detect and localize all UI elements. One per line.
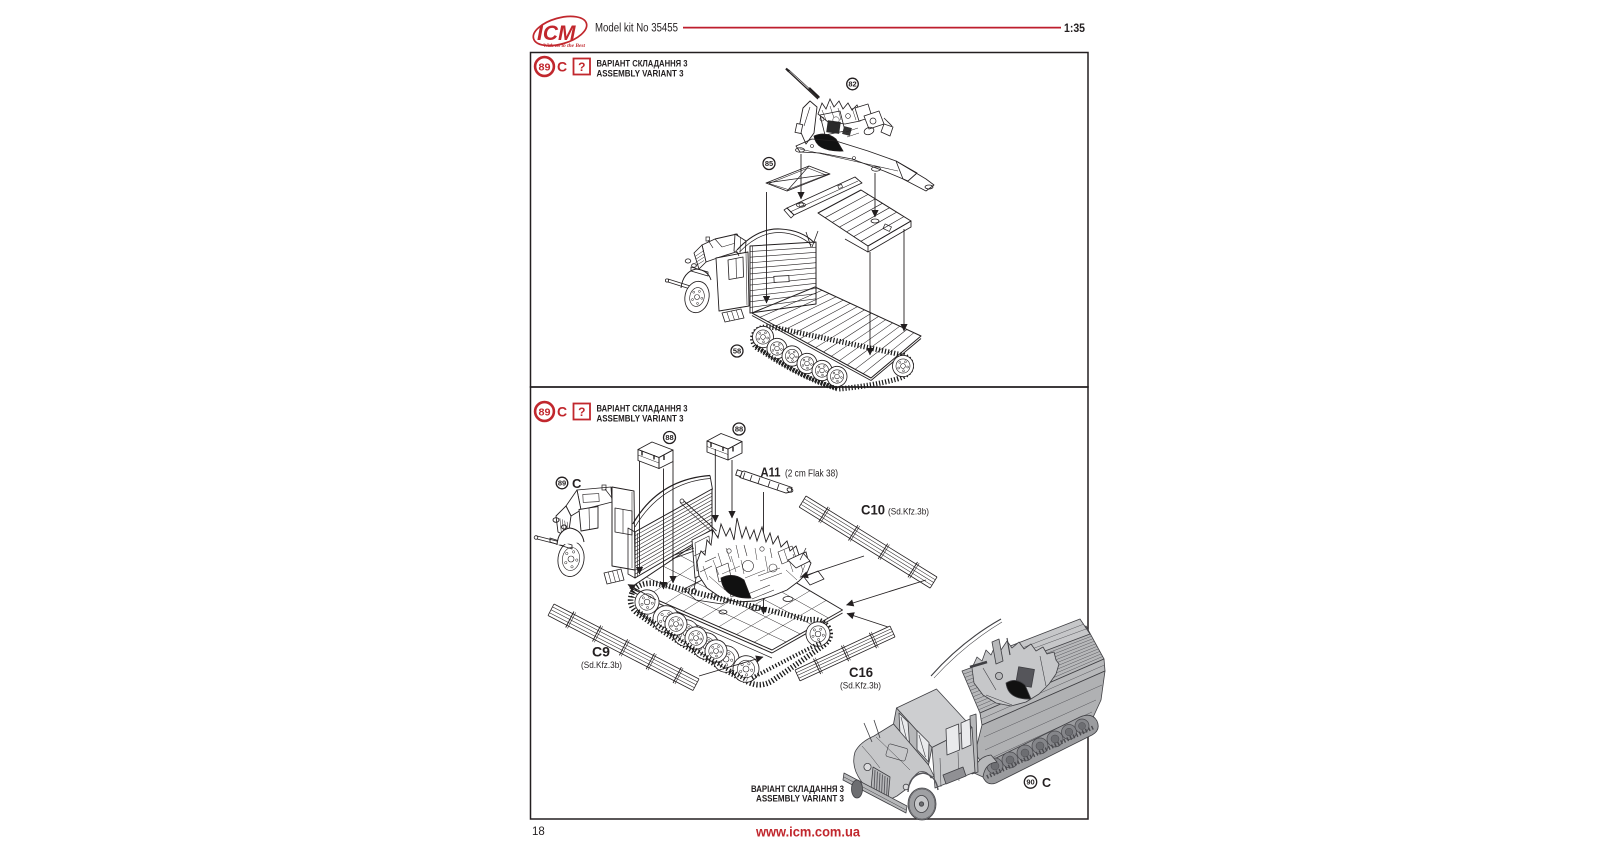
svg-text:ВАРІАНТ СКЛАДАННЯ 3: ВАРІАНТ СКЛАДАННЯ 3 [597, 58, 688, 68]
svg-text:With us to the Best: With us to the Best [543, 43, 586, 49]
svg-text:C9: C9 [592, 645, 610, 660]
svg-text:(Sd.Kfz.3b): (Sd.Kfz.3b) [840, 681, 881, 692]
svg-text:(2 cm Flak 38): (2 cm Flak 38) [785, 469, 838, 480]
svg-text:85: 85 [765, 159, 773, 168]
svg-text:Model kit No 35455: Model kit No 35455 [595, 23, 678, 35]
svg-text:89: 89 [539, 61, 551, 73]
svg-text:82: 82 [848, 80, 856, 89]
svg-text:58: 58 [733, 347, 741, 356]
svg-text:ASSEMBLY VARIANT 3: ASSEMBLY VARIANT 3 [756, 794, 844, 804]
svg-text:89: 89 [539, 406, 551, 418]
svg-text:?: ? [578, 405, 585, 419]
svg-text:C: C [1042, 776, 1051, 790]
svg-text:A11: A11 [761, 466, 781, 480]
svg-text:(Sd.Kfz.3b): (Sd.Kfz.3b) [581, 660, 622, 671]
svg-text:?: ? [578, 60, 585, 74]
svg-text:ASSEMBLY VARIANT 3: ASSEMBLY VARIANT 3 [597, 414, 684, 424]
svg-text:ICM: ICM [537, 22, 576, 45]
svg-text:C: C [557, 404, 567, 420]
svg-text:ASSEMBLY VARIANT 3: ASSEMBLY VARIANT 3 [597, 69, 684, 79]
svg-text:89: 89 [558, 479, 566, 488]
svg-text:88: 88 [735, 425, 743, 434]
svg-text:90: 90 [1026, 778, 1034, 787]
svg-text:ВАРІАНТ СКЛАДАННЯ 3: ВАРІАНТ СКЛАДАННЯ 3 [751, 784, 844, 794]
svg-text:C16: C16 [849, 665, 873, 680]
svg-text:www.icm.com.ua: www.icm.com.ua [755, 824, 860, 840]
svg-text:(Sd.Kfz.3b): (Sd.Kfz.3b) [888, 507, 929, 518]
svg-text:88: 88 [665, 433, 673, 442]
svg-text:1:35: 1:35 [1064, 21, 1085, 35]
svg-text:C: C [572, 476, 582, 491]
svg-text:C10: C10 [861, 503, 885, 518]
svg-text:18: 18 [532, 826, 545, 838]
svg-text:C: C [557, 59, 567, 75]
svg-text:ВАРІАНТ СКЛАДАННЯ 3: ВАРІАНТ СКЛАДАННЯ 3 [597, 403, 688, 413]
